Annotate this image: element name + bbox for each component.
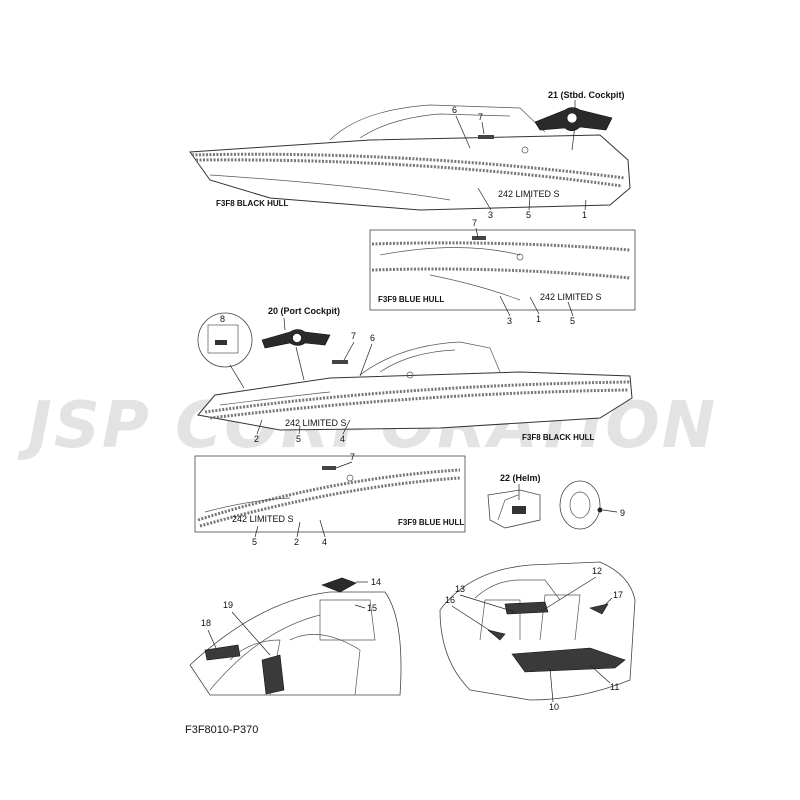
part-6-mid: 6 [370,333,375,343]
part-1-top: 1 [582,210,587,220]
part-4-mid: 4 [340,434,345,444]
part-8: 8 [220,314,225,324]
part-11: 11 [610,682,619,692]
part-7-inset-bottom: 7 [350,452,355,462]
part-16: 16 [445,595,455,605]
part-1-inset: 1 [536,314,541,324]
part-12: 12 [592,566,602,576]
part-3-top: 3 [488,210,493,220]
part-17: 17 [613,590,623,600]
part-6-top: 6 [452,105,457,115]
boat-mid-port: 242 LIMITED S [197,341,633,431]
part-7-inset-top: 7 [472,218,477,228]
part-7-mid: 7 [351,331,356,341]
part-2-mid: 2 [254,434,259,444]
part-3-inset: 3 [507,316,512,326]
diagram-code: F3F8010-P370 [185,724,258,736]
part-19: 19 [223,600,233,610]
hull-badge-mid: 242 LIMITED S [285,418,347,428]
part-5-top: 5 [526,210,531,220]
part-10: 10 [549,702,559,712]
part-2-inset-bottom: 2 [294,537,299,547]
stern-deck-detail [439,561,636,701]
part-5-mid: 5 [296,434,301,444]
boat-top-starboard: 242 LIMITED S [189,104,631,211]
part-5-inset-top: 5 [570,316,575,326]
steering-detail [559,480,603,530]
blue-hull-inset-top: 242 LIMITED S [369,229,636,311]
callout-helm: 22 (Helm) [500,473,541,483]
part-9: 9 [620,508,625,518]
helm-detail [487,489,541,529]
hull-badge-top: 242 LIMITED S [498,189,560,199]
part-14: 14 [371,577,381,587]
bow-cockpit-detail [189,577,402,696]
part-4-inset-bottom: 4 [322,537,327,547]
callout-stbd-cockpit: 21 (Stbd. Cockpit) [548,90,625,100]
hull-badge-inset-top: 242 LIMITED S [540,292,602,302]
part-7-top: 7 [478,112,483,122]
part-13: 13 [455,584,465,594]
part-5-inset-bottom: 5 [252,537,257,547]
port-cockpit-detail [197,312,253,368]
part-15: 15 [367,603,377,613]
callout-port-cockpit: 20 (Port Cockpit) [268,306,340,316]
part-18: 18 [201,618,211,628]
hull-label-black-mid: F3F8 BLACK HULL [522,433,595,442]
hull-label-blue-bottom: F3F9 BLUE HULL [398,518,464,527]
blue-hull-inset-bottom: 242 LIMITED S [194,455,466,533]
hull-label-blue-top: F3F9 BLUE HULL [378,295,444,304]
hull-label-black-top: F3F8 BLACK HULL [216,199,289,208]
hull-badge-inset-bottom: 242 LIMITED S [232,514,294,524]
